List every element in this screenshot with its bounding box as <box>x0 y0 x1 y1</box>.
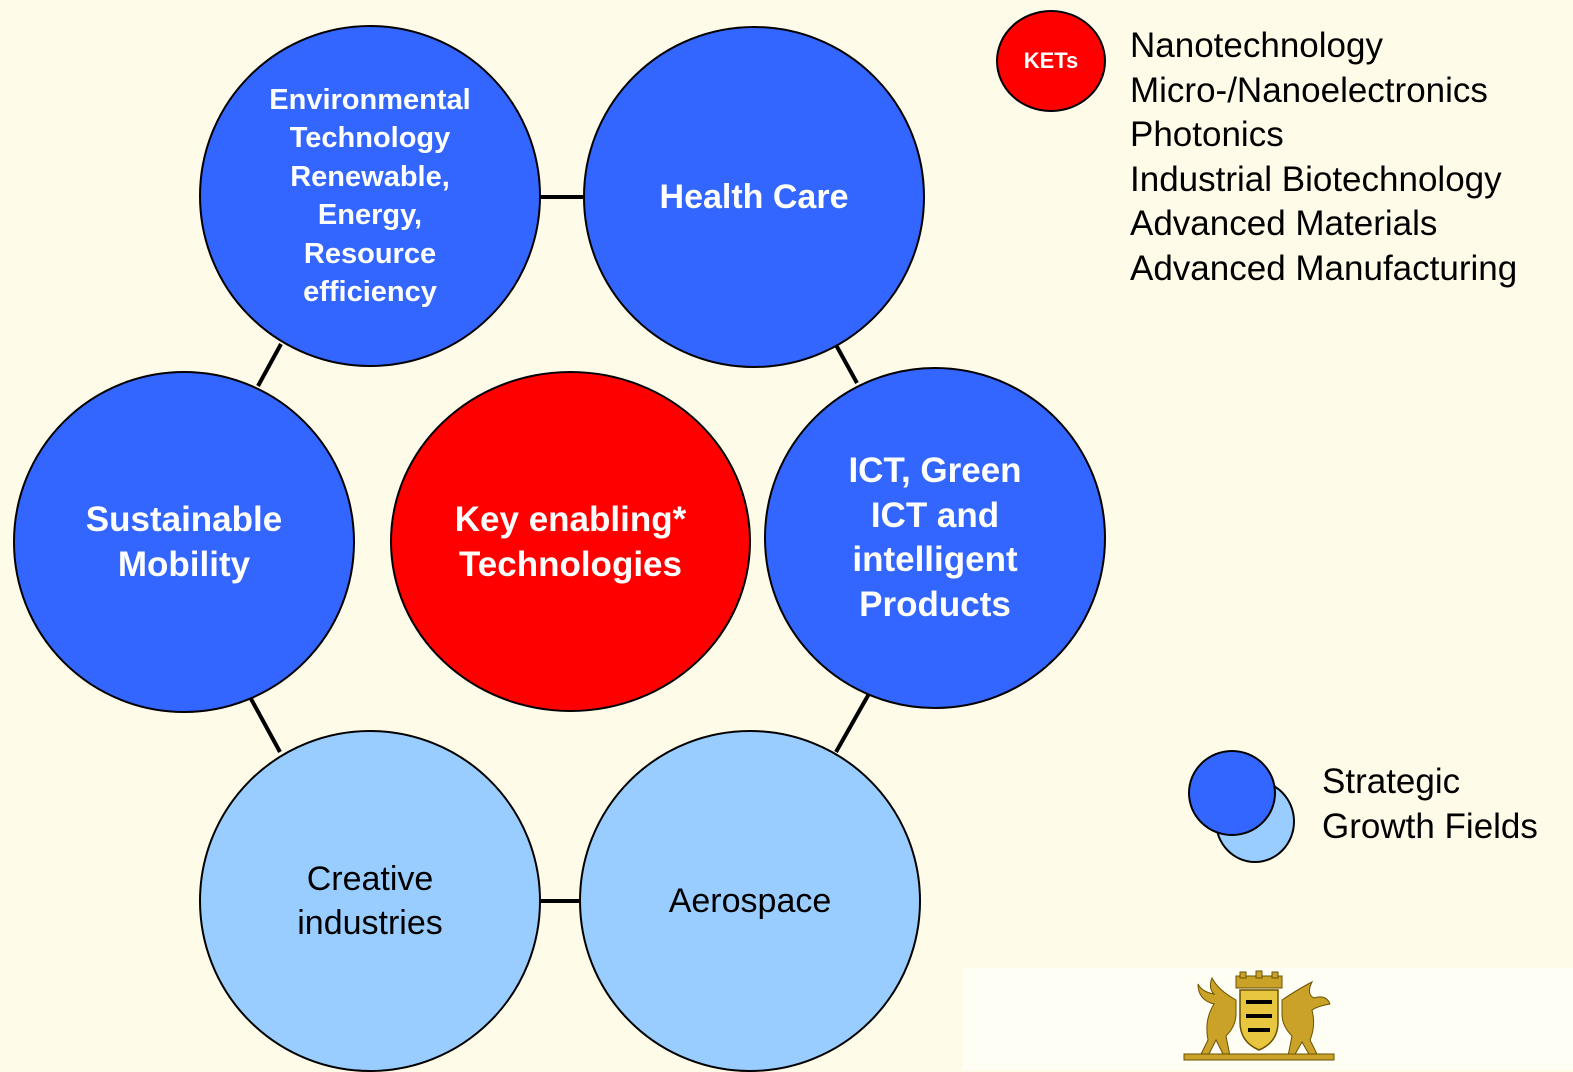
growth-field-health-care: Health Care <box>583 26 925 368</box>
kets-item: Advanced Materials <box>1130 204 1438 244</box>
connector-health-ict <box>834 344 859 384</box>
connector-creative-mobility <box>248 696 282 753</box>
center-label: Key enabling* Technologies <box>454 499 687 584</box>
kets-list: Nanotechnology Micro-/Nanoelectronics Ph… <box>1130 24 1517 292</box>
growth-field-label: Environmental Technology Renewable, Ener… <box>269 83 471 309</box>
kets-item: Micro-/Nanoelectronics <box>1130 70 1488 110</box>
legend-dark-blue-swatch <box>1188 750 1276 836</box>
growth-field-sustainable-mobility: Sustainable Mobility <box>13 371 355 713</box>
growth-field-label: Sustainable Mobility <box>85 500 283 584</box>
growth-field-label: Health Care <box>659 178 849 216</box>
growth-field-creative-industries: Creative industries <box>199 730 541 1072</box>
legend-label: Strategic Growth Fields <box>1322 762 1538 846</box>
kets-badge: KETs <box>996 10 1106 112</box>
key-enabling-technologies-center: Key enabling* Technologies <box>390 371 751 712</box>
growth-field-label: Aerospace <box>668 882 832 920</box>
kets-item: Advanced Manufacturing <box>1130 248 1518 288</box>
kets-item: Nanotechnology <box>1130 26 1383 65</box>
growth-field-environmental-technology: Environmental Technology Renewable, Ener… <box>199 25 541 367</box>
growth-field-aerospace: Aerospace <box>579 730 921 1072</box>
kets-badge-label: KETs <box>1023 48 1079 73</box>
coat-of-arms-icon <box>1183 970 1335 1061</box>
growth-field-label: ICT, Green ICT and intelligent Products <box>848 451 1022 624</box>
growth-field-ict: ICT, Green ICT and intelligent Products <box>764 367 1106 709</box>
connector-ict-aero <box>834 691 872 753</box>
growth-field-label: Creative industries <box>297 860 443 942</box>
kets-item: Photonics <box>1130 115 1284 155</box>
connector-mobility-env <box>256 343 283 387</box>
kets-item: Industrial Biotechnology <box>1130 159 1502 199</box>
